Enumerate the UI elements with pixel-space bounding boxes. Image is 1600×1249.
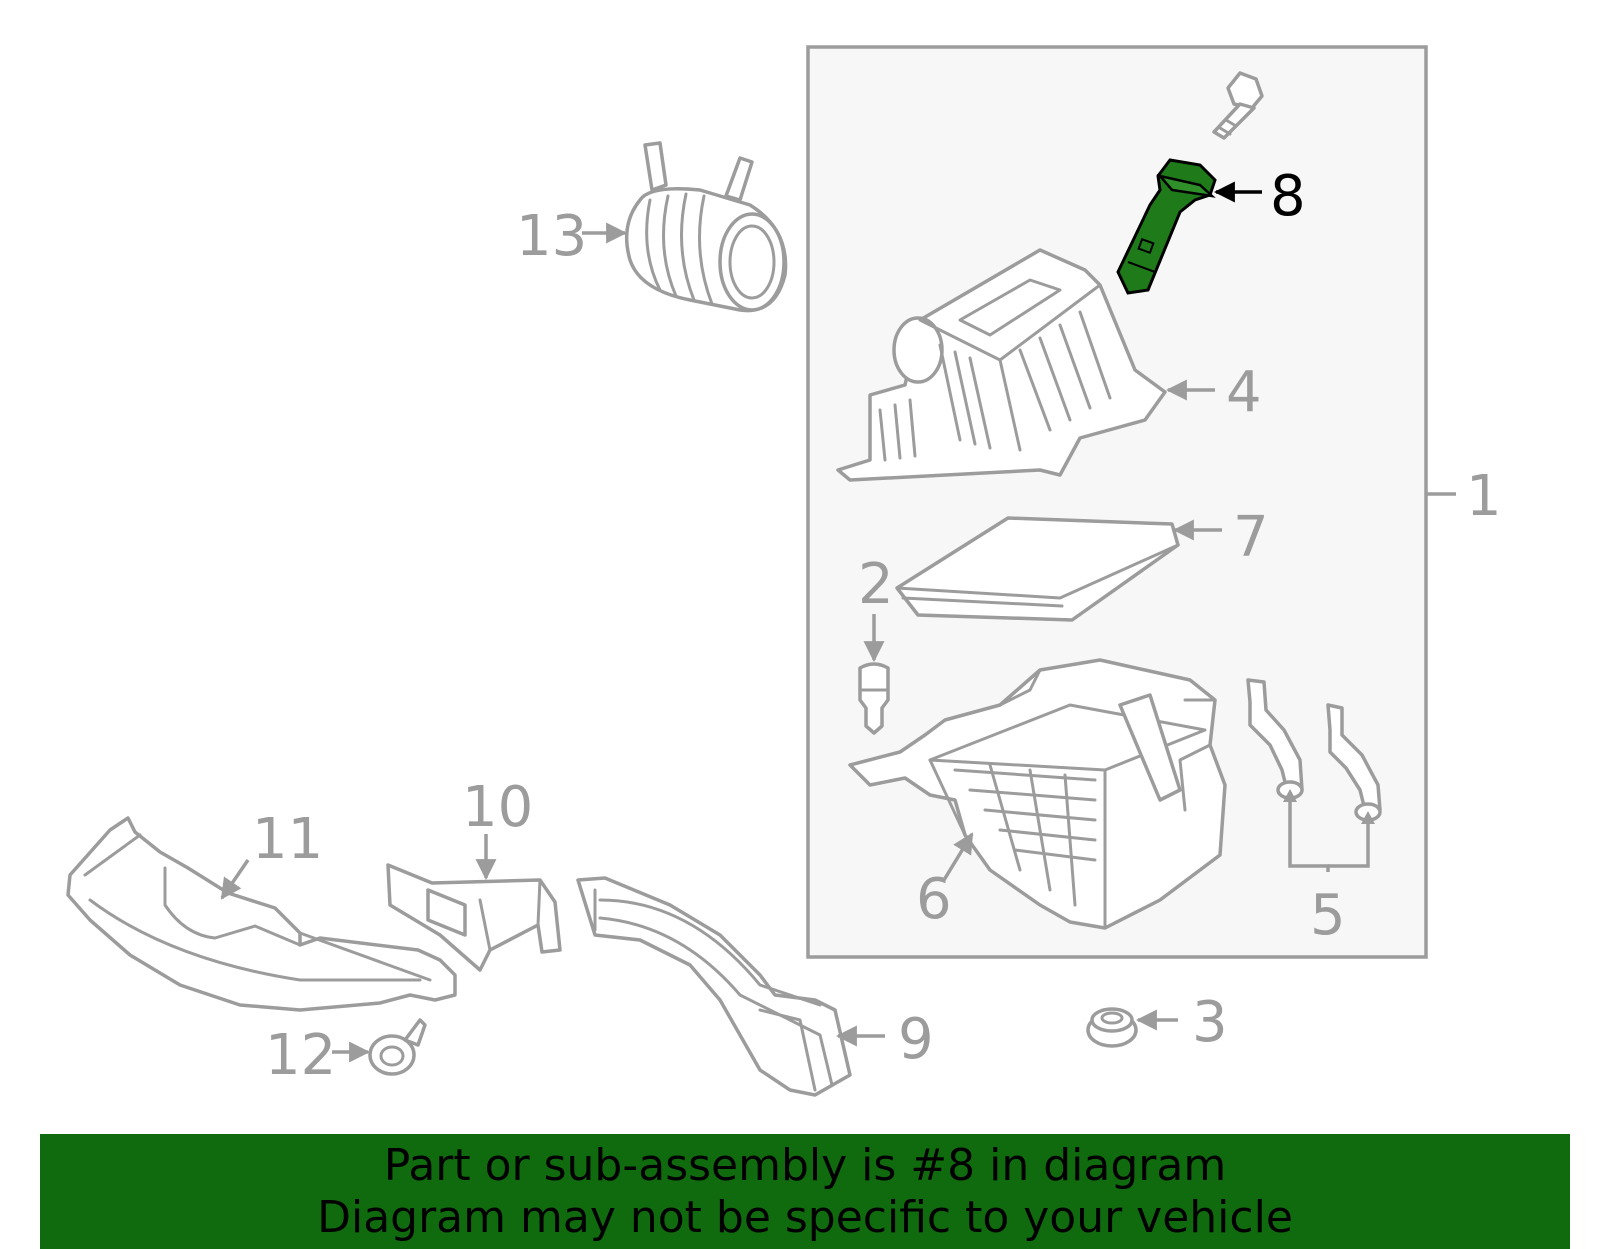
mass-air-flow-sensor — [1116, 158, 1217, 295]
callout-4: 4 — [1226, 360, 1262, 425]
info-banner: Part or sub-assembly is #8 in diagram Di… — [40, 1134, 1570, 1249]
air-duct-part-10 — [386, 863, 562, 972]
air-duct-part-11 — [66, 816, 457, 1012]
grommet-part-3 — [1086, 1007, 1138, 1048]
callout-12: 12 — [265, 1023, 336, 1088]
callout-13: 13 — [516, 204, 587, 269]
air-cleaner-upper-housing — [836, 248, 1167, 482]
callout-2: 2 — [858, 552, 894, 617]
callout-5-leader — [1288, 800, 1330, 872]
callout-6-leader — [942, 832, 974, 881]
callout-11: 11 — [252, 807, 323, 872]
callout-9: 9 — [898, 1007, 934, 1072]
intake-hose — [624, 141, 788, 313]
clip-part-2 — [858, 662, 890, 735]
callout-5: 5 — [1310, 883, 1346, 948]
callout-7: 7 — [1233, 505, 1269, 570]
air-filter-element — [895, 516, 1180, 622]
callout-6: 6 — [916, 867, 952, 932]
banner-line-1: Part or sub-assembly is #8 in diagram — [383, 1139, 1227, 1191]
air-cleaner-lower-housing — [848, 658, 1227, 930]
callout-10: 10 — [462, 775, 533, 840]
callout-11-leader — [220, 859, 250, 900]
air-duct-part-9 — [576, 876, 852, 1097]
callout-1: 1 — [1466, 464, 1502, 529]
clip-part-12 — [368, 1018, 427, 1076]
callout-3: 3 — [1192, 990, 1228, 1055]
banner-line-2: Diagram may not be specific to your vehi… — [317, 1191, 1293, 1243]
callout-8: 8 — [1270, 164, 1306, 229]
mounting-bolt — [1212, 71, 1264, 140]
